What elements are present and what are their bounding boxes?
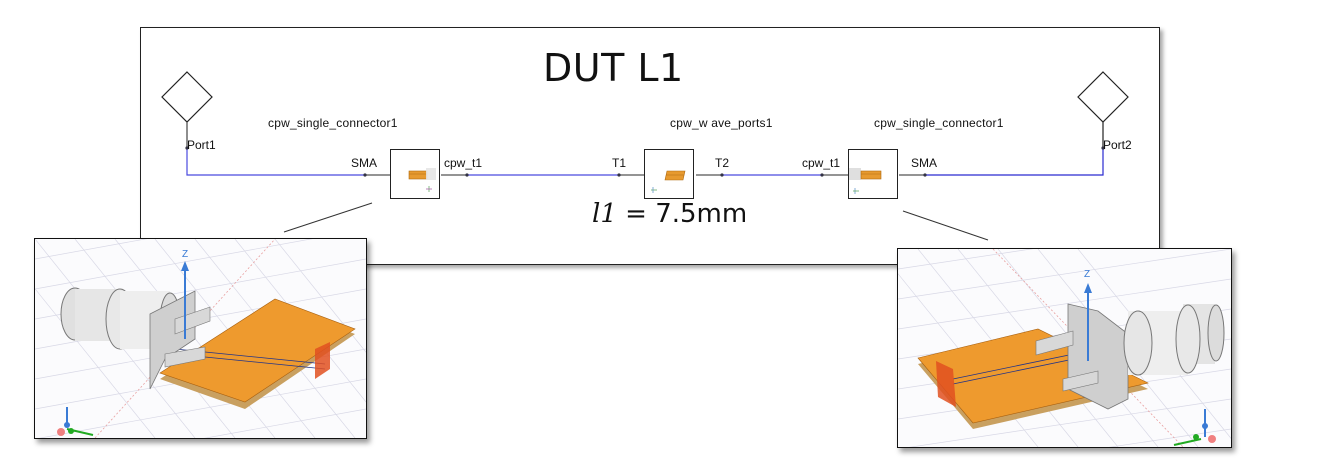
wave-ports-block[interactable] xyxy=(644,149,694,199)
port1-label: Port1 xyxy=(187,138,216,152)
pin-label-cpw-t1-right: cpw_t1 xyxy=(802,156,841,170)
right-connector-instance-name: cpw_single_connector1 xyxy=(874,116,1004,130)
pin-label-t1: T1 xyxy=(612,156,627,170)
parameter-variable: l1 xyxy=(592,199,617,229)
connector-thumbnail-icon xyxy=(849,168,882,194)
left-connector-instance-name: cpw_single_connector1 xyxy=(268,116,398,130)
pin-label-t2: T2 xyxy=(715,156,730,170)
flange xyxy=(1067,303,1129,410)
length-parameter: l1 = 7.5mm xyxy=(592,199,747,229)
left-3d-view[interactable]: Z xyxy=(34,238,367,439)
right-3d-model-render: Z xyxy=(898,249,1231,447)
wave-ports-instance-name: cpw_w ave_ports1 xyxy=(670,116,773,130)
parameter-value: 7.5mm xyxy=(655,199,748,229)
right-connector-block[interactable] xyxy=(848,149,898,199)
wave-port-thumbnail-icon xyxy=(651,170,686,193)
z-axis-label: Z xyxy=(182,249,188,260)
diagram-title: DUT L1 xyxy=(543,46,684,90)
left-connector-block[interactable] xyxy=(390,149,440,199)
pin-label-sma-right: SMA xyxy=(911,156,938,170)
axis-triad-icon xyxy=(1173,409,1216,446)
flange xyxy=(149,290,196,390)
port2-label: Port2 xyxy=(1103,138,1132,152)
right-3d-view[interactable]: Z xyxy=(897,248,1232,448)
pin-label-sma-left: SMA xyxy=(351,156,378,170)
pin-label-cpw-t1-left: cpw_t1 xyxy=(444,156,483,170)
parameter-equals: = xyxy=(616,199,656,229)
connector-thumbnail-icon xyxy=(408,168,436,192)
axis-triad-icon xyxy=(57,407,94,436)
z-axis-label: Z xyxy=(1084,269,1090,280)
left-3d-model-render: Z xyxy=(35,239,366,438)
